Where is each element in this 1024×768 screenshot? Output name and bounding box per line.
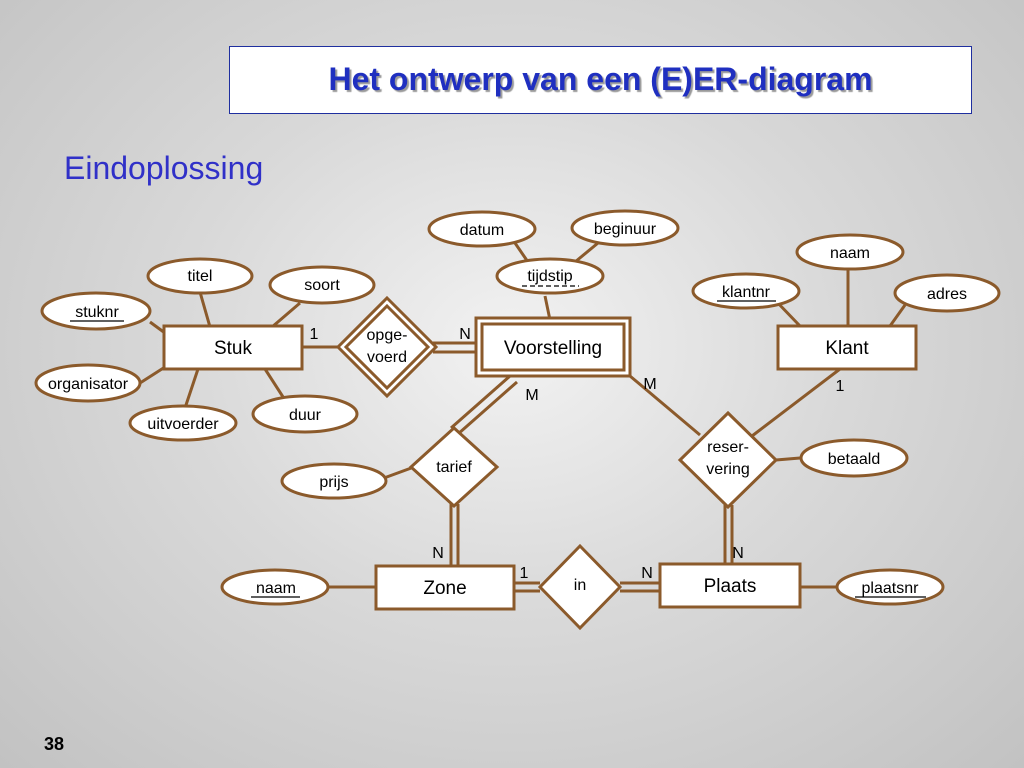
attribute-klant-naam (795, 233, 905, 271)
title-box: Het ontwerp van een (E)ER-diagram (229, 46, 972, 114)
relationship-label-reservering-1: reser- (707, 439, 749, 456)
slide-number: 38 (44, 734, 65, 754)
entity-label-zone: Zone (423, 578, 466, 599)
attribute-stuknr (40, 291, 152, 331)
connector-tijdstip-voorstelling (543, 295, 552, 321)
attribute-uitvoerder (128, 404, 238, 442)
attribute-label-soort: soort (304, 277, 340, 294)
relationship-tarief (408, 425, 500, 509)
cardinality-in-plaats: N (641, 565, 653, 582)
entity-label-klant: Klant (825, 338, 869, 359)
attribute-plaatsnr (835, 568, 945, 606)
entity-label-plaats: Plaats (704, 576, 757, 597)
relationship-label-tarief: tarief (436, 459, 472, 476)
attribute-organisator (34, 363, 142, 403)
connector-voorstelling-tarief-b (457, 380, 518, 436)
attribute-adres (893, 273, 1001, 313)
cardinality-zone-in: 1 (520, 565, 529, 582)
attribute-prijs (280, 462, 388, 500)
attribute-label-adres: adres (927, 286, 967, 303)
connector-voorstelling-tarief-a (450, 374, 511, 430)
attribute-label-organisator: organisator (48, 376, 129, 393)
connector-datum-tijdstip (513, 242, 530, 263)
attribute-label-klantnr: klantnr (722, 284, 771, 301)
attribute-betaald (799, 438, 909, 478)
entity-zone (374, 564, 516, 611)
connector-prijs-tarief (383, 465, 415, 480)
cardinality-stuk-opgevoerd: 1 (310, 326, 319, 343)
connector-soort-stuk (271, 301, 301, 329)
relationship-label-opgevoerd-2: voerd (367, 349, 407, 366)
attribute-datum (427, 210, 537, 248)
relationship-opgevoerd-inner (343, 303, 431, 391)
connector-klant-reservering (751, 367, 841, 438)
connector-uitvoerder-stuk (183, 368, 200, 409)
slide-subtitle: Eindoplossing (64, 150, 264, 186)
attribute-soort (268, 265, 376, 305)
relationship-label-opgevoerd-1: opge- (367, 327, 408, 344)
connector-beginuur-tijdstip (574, 241, 599, 264)
relationship-label-in: in (574, 577, 586, 594)
attribute-label-prijs: prijs (319, 474, 348, 491)
attribute-tijdstip (495, 257, 605, 295)
entity-klant (776, 324, 918, 371)
connector-organisator-stuk (139, 365, 166, 385)
connector-lines (139, 241, 907, 593)
attribute-label-titel: titel (188, 268, 213, 285)
entity-plaats (658, 562, 802, 609)
connector-voorstelling-reservering (629, 374, 701, 437)
cardinality-reservering-plaats: N (732, 545, 744, 562)
attribute-label-beginuur: beginuur (594, 221, 657, 238)
attribute-zone-naam (220, 568, 330, 606)
attribute-label-datum: datum (460, 222, 504, 239)
entity-label-stuk: Stuk (214, 338, 253, 359)
entity-stuk (162, 324, 304, 371)
connector-betaald-reservering (775, 456, 801, 462)
key-underlines (70, 285, 926, 598)
attribute-duur (251, 394, 359, 434)
attribute-label-plaatsnr: plaatsnr (862, 580, 920, 597)
attribute-label-zone-naam: naam (256, 580, 296, 597)
cardinality-voorstelling-reservering: M (643, 376, 656, 393)
attribute-beginuur (570, 209, 680, 247)
cardinality-klant-reservering: 1 (836, 378, 845, 395)
cardinality-voorstelling-tarief: M (525, 387, 538, 404)
entity-voorstelling-inner (480, 322, 626, 372)
attribute-label-betaald: betaald (828, 451, 881, 468)
entity-label-voorstelling: Voorstelling (504, 338, 602, 359)
relationship-in (537, 543, 623, 631)
attribute-label-uitvoerder: uitvoerder (147, 416, 219, 433)
connector-adres-klant (888, 304, 907, 327)
cardinality-opgevoerd-voorstelling: N (459, 326, 471, 343)
attribute-label-tijdstip: tijdstip (527, 268, 572, 285)
attribute-label-stuknr: stuknr (75, 304, 119, 321)
relationship-reservering (677, 410, 779, 510)
connector-titel-stuk (198, 291, 212, 328)
attribute-label-duur: duur (289, 407, 322, 424)
connector-duur-stuk (263, 368, 287, 401)
relationship-label-reservering-2: vering (706, 461, 750, 478)
attribute-klantnr (691, 272, 801, 310)
attribute-titel (146, 257, 254, 295)
attribute-label-klant-naam: naam (830, 245, 870, 262)
cardinality-tarief-zone: N (432, 545, 444, 562)
slide-title: Het ontwerp van een (E)ER-diagram (328, 61, 873, 97)
